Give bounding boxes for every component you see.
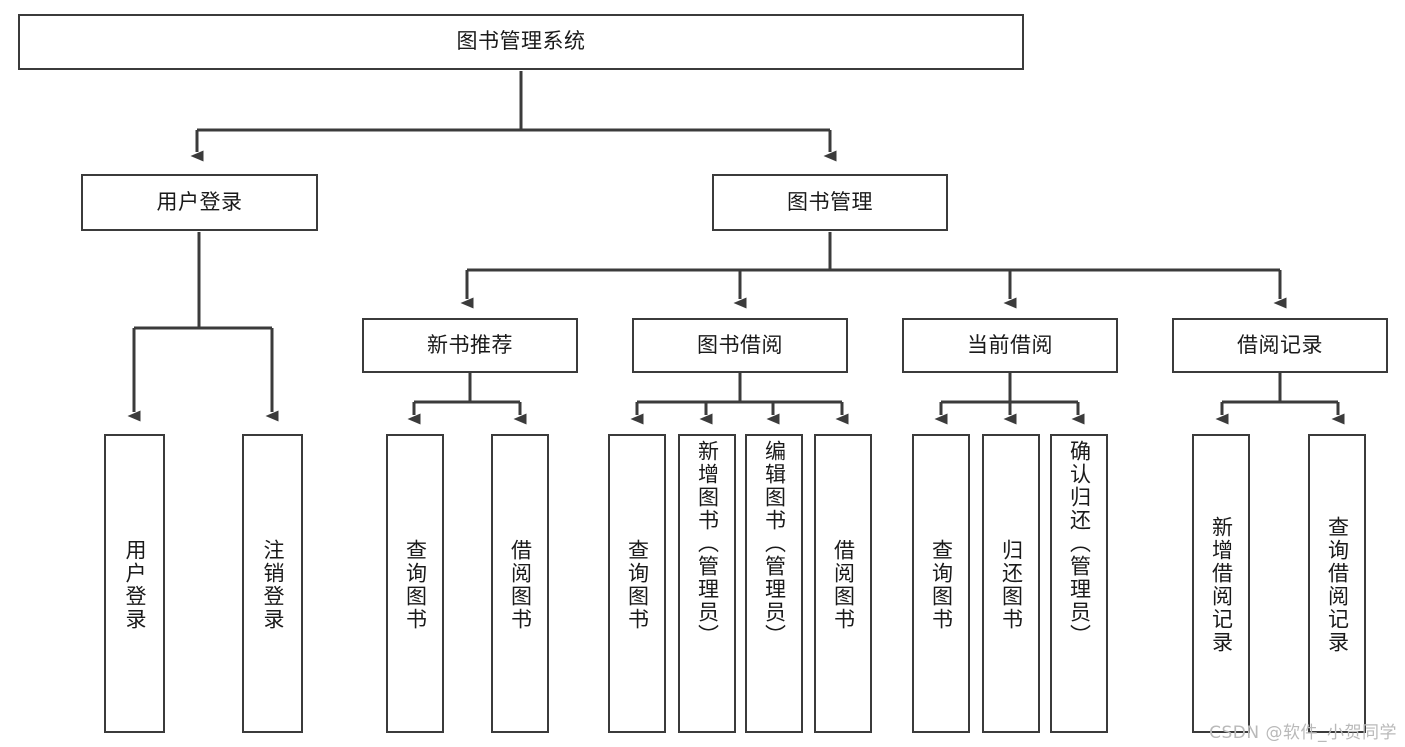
node-borrow-record-label: 借阅记录 [1237, 332, 1323, 357]
leaf-user-login-label: 用户登录 [123, 538, 147, 631]
leaf-edit-book-label: 编辑图书（管理员） [762, 440, 787, 647]
leaf-confirm-return-label: 确认归还（管理员） [1067, 440, 1092, 647]
node-root-label: 图书管理系统 [456, 29, 586, 54]
leaf-query-book-2-label: 查询图书 [625, 538, 650, 631]
leaf-confirm-return[interactable]: 确认归还（管理员） [1050, 434, 1108, 733]
leaf-query-book-1[interactable]: 查询图书 [386, 434, 444, 733]
node-user-login-label: 用户登录 [156, 189, 243, 214]
leaf-query-book-1-label: 查询图书 [403, 538, 428, 631]
node-root[interactable]: 图书管理系统 [18, 14, 1024, 70]
leaf-query-book-3-label: 查询图书 [929, 538, 954, 631]
leaf-return-book-label: 归还图书 [999, 538, 1024, 631]
leaf-add-record-label: 新增借阅记录 [1209, 515, 1234, 654]
csdn-watermark: CSDN @软件_小贺同学 [1209, 723, 1397, 743]
node-new-book-rec[interactable]: 新书推荐 [362, 318, 578, 373]
leaf-borrow-book-1[interactable]: 借阅图书 [491, 434, 549, 733]
leaf-add-book-label: 新增图书（管理员） [695, 440, 720, 647]
leaf-query-book-2[interactable]: 查询图书 [608, 434, 666, 733]
leaf-add-book[interactable]: 新增图书（管理员） [678, 434, 736, 733]
node-book-borrow[interactable]: 图书借阅 [632, 318, 848, 373]
node-new-book-rec-label: 新书推荐 [427, 332, 513, 357]
node-book-manage[interactable]: 图书管理 [712, 174, 948, 231]
node-current-borrow-label: 当前借阅 [967, 332, 1053, 357]
leaf-borrow-book-2-label: 借阅图书 [831, 538, 856, 631]
leaf-logout-login[interactable]: 注销登录 [242, 434, 303, 733]
leaf-query-record[interactable]: 查询借阅记录 [1308, 434, 1366, 733]
node-book-manage-label: 图书管理 [787, 189, 873, 214]
leaf-borrow-book-1-label: 借阅图书 [508, 538, 533, 631]
leaf-borrow-book-2[interactable]: 借阅图书 [814, 434, 872, 733]
leaf-edit-book[interactable]: 编辑图书（管理员） [745, 434, 803, 733]
node-borrow-record[interactable]: 借阅记录 [1172, 318, 1388, 373]
node-user-login[interactable]: 用户登录 [81, 174, 318, 231]
leaf-query-record-label: 查询借阅记录 [1325, 515, 1350, 654]
node-current-borrow[interactable]: 当前借阅 [902, 318, 1118, 373]
leaf-user-login[interactable]: 用户登录 [104, 434, 165, 733]
leaf-add-record[interactable]: 新增借阅记录 [1192, 434, 1250, 733]
leaf-logout-login-label: 注销登录 [261, 538, 285, 631]
leaf-query-book-3[interactable]: 查询图书 [912, 434, 970, 733]
node-book-borrow-label: 图书借阅 [697, 332, 783, 357]
leaf-return-book[interactable]: 归还图书 [982, 434, 1040, 733]
